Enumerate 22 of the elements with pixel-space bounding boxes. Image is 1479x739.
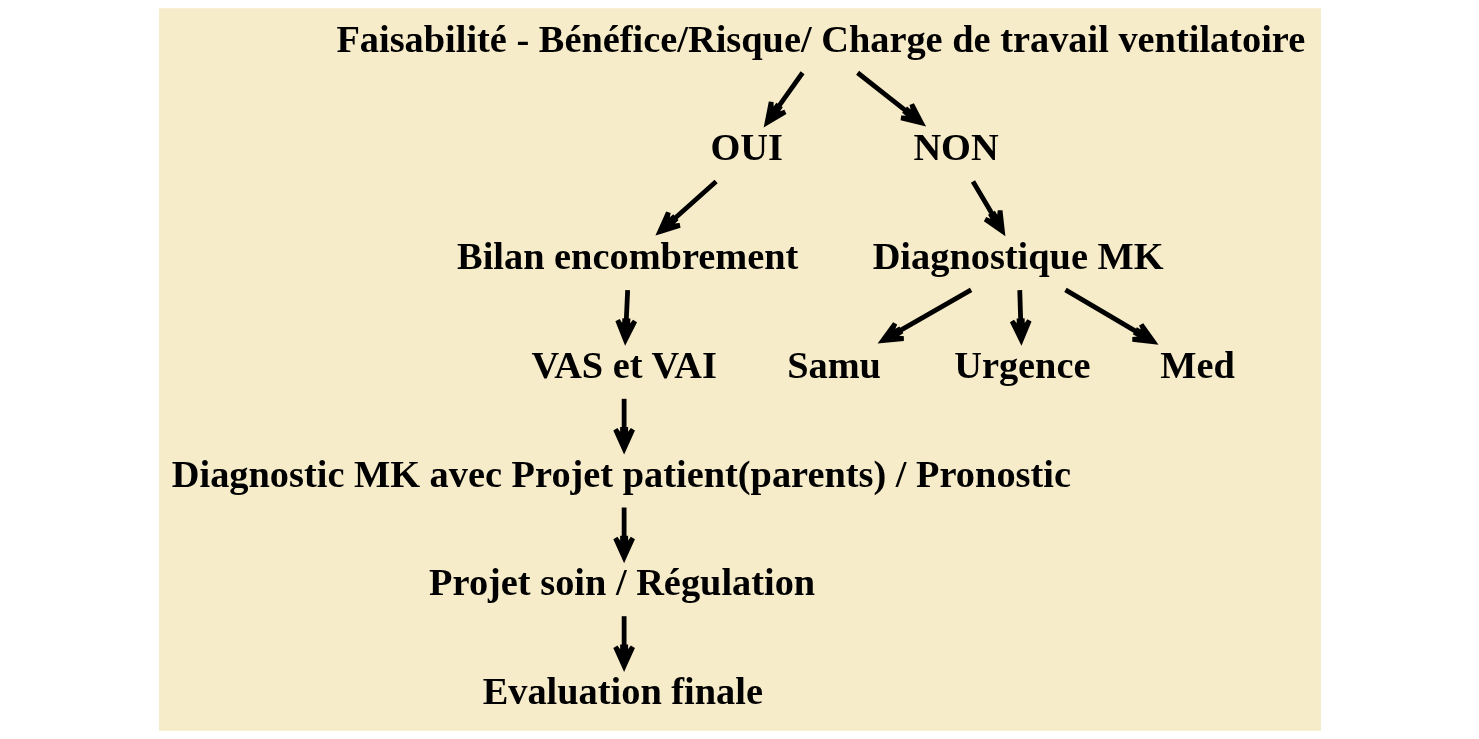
node-text: Diagnostique MK	[872, 235, 1164, 278]
node-text: Urgence	[953, 343, 1091, 386]
arrow	[879, 287, 972, 343]
node-text: Med	[1159, 343, 1235, 386]
arrow	[1009, 290, 1032, 343]
arrow	[764, 71, 805, 126]
arrow	[970, 180, 1005, 234]
arrow	[855, 70, 924, 126]
node-text: NON	[912, 126, 999, 169]
arrow	[656, 179, 718, 235]
node-text: Faisabilité - Bénéfice/Risque/ Charge de travail ventilatoire	[335, 17, 1305, 60]
node-text: Diagnostic MK avec Projet patient(parents) / Pronostic	[171, 452, 1071, 495]
arrow	[612, 616, 635, 669]
arrow	[614, 290, 637, 343]
node-text: VAS et VAI	[530, 343, 717, 386]
node-text: Projet soin / Régulation	[428, 561, 815, 604]
node-text: Evaluation finale	[482, 669, 763, 712]
arrow	[612, 398, 635, 452]
arrow	[1063, 287, 1156, 345]
node-text: Bilan encombrement	[456, 235, 798, 278]
node-text: Samu	[786, 343, 881, 386]
node-text: OUI	[709, 126, 783, 169]
